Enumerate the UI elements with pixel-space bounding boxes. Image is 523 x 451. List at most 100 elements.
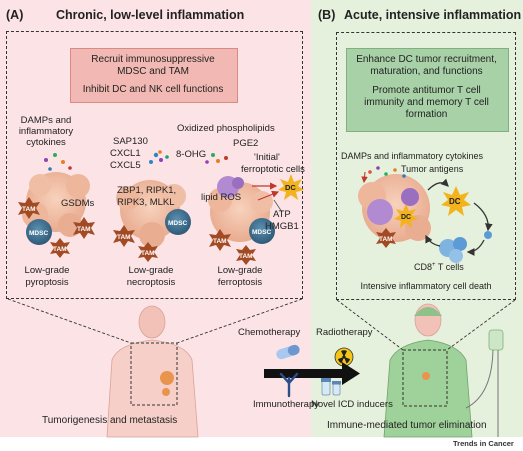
tumor-cell xyxy=(162,184,186,208)
tam-label: TAM xyxy=(213,238,227,245)
dc-label: DC xyxy=(285,183,296,192)
damp-arrow xyxy=(361,171,368,184)
tam-icon xyxy=(209,229,231,251)
tumor-cell xyxy=(251,191,273,213)
panel-b-box-line1: Enhance DC tumor recruitment, xyxy=(356,54,497,65)
oxidized-dots xyxy=(205,153,228,164)
sap130-label: SAP130 xyxy=(113,136,148,147)
cxcl1-label: CXCL1 xyxy=(110,148,141,159)
iv-line xyxy=(465,349,494,409)
immunotherapy-label: Immunotherapy xyxy=(253,399,320,410)
panel-b-effect-box xyxy=(346,48,509,132)
tam-icon xyxy=(73,217,95,239)
tam-icon xyxy=(50,238,70,258)
tumor-cell xyxy=(116,186,140,210)
damp-dots xyxy=(44,153,72,171)
tumor-cell xyxy=(405,215,431,241)
panel-a-label: (A) xyxy=(6,8,24,22)
pyroptosis-caption-line1: Low-grade xyxy=(24,265,70,276)
pyroptosis-cluster xyxy=(18,153,95,258)
dying-tumor-cell xyxy=(367,199,393,225)
tam-icon xyxy=(113,225,135,247)
arrow-shaft xyxy=(264,369,344,378)
8-ohg-label: 8-OHG xyxy=(176,149,207,160)
panel-b-damps-label: DAMPs and inflammatory cytokines xyxy=(341,151,484,161)
panel-a-box-line2: MDSC and TAM xyxy=(117,66,189,77)
mdsc-icon xyxy=(165,209,191,235)
panel-a-title: Chronic, low-level inflammation xyxy=(56,8,245,22)
cd8-t-cells-label: CD8+ T cells xyxy=(414,262,464,272)
pill-icon xyxy=(276,344,300,360)
zoom-line-left xyxy=(7,298,132,344)
hmgb1-label: HMGB1 xyxy=(265,221,299,232)
mdsc-label: MDSC xyxy=(252,229,271,236)
panel-a-footer: Tumorigenesis and metastasis xyxy=(42,415,178,426)
tumor-icon xyxy=(422,372,430,380)
zoom-line-right xyxy=(446,299,516,351)
dc-label: DC xyxy=(401,214,411,221)
lipid-ros-label: lipid ROS xyxy=(201,192,242,203)
mdsc-icon xyxy=(26,219,52,245)
tam-label: TAM xyxy=(53,246,67,253)
tam-label: TAM xyxy=(117,234,131,241)
antibody-icon xyxy=(279,372,299,398)
cycle-arrow-up xyxy=(427,178,449,191)
t-cell xyxy=(449,249,463,263)
arrow-head xyxy=(342,362,360,385)
ferroptosis-caption-line1: Low-grade xyxy=(217,265,263,276)
cycle-arrow-right xyxy=(473,202,493,232)
iv-bag xyxy=(488,329,504,351)
tam-icon xyxy=(18,197,40,219)
gown xyxy=(383,339,473,438)
novel-icd-label: Novel ICD inducers xyxy=(311,399,393,410)
tumor-cell xyxy=(29,174,51,196)
mature-dc-icon xyxy=(441,186,471,216)
chemokine-dots xyxy=(149,150,169,164)
ripk3-label: RIPK3, MLKL xyxy=(117,197,175,208)
panel-a-effect-box xyxy=(70,48,238,103)
tam-icon xyxy=(138,242,158,262)
ferroptosis-cluster xyxy=(205,153,304,265)
tam-label: TAM xyxy=(22,206,36,213)
cd8-text: CD8 xyxy=(414,262,433,272)
patient-figure-left xyxy=(106,305,199,438)
tam-label: TAM xyxy=(379,236,393,243)
panel-b-box-line2: maturation, and functions xyxy=(370,66,483,77)
vial-icon xyxy=(321,378,341,396)
necroptosis-caption-line1: Low-grade xyxy=(128,265,174,276)
atp-label: ATP xyxy=(273,209,291,220)
cycle-arrow-down xyxy=(466,239,485,256)
tumor-antigens-label: Tumor antigens xyxy=(401,164,464,174)
head xyxy=(138,305,166,339)
necroptosis-caption-line2: necroptosis xyxy=(126,277,176,288)
tam-icon xyxy=(376,228,396,248)
ferroptotic-cell xyxy=(232,177,244,189)
damps-label-line1: DAMPs and xyxy=(20,115,72,126)
tumor-icon xyxy=(160,371,174,385)
pge2-label: PGE2 xyxy=(233,138,259,149)
dc-label: DC xyxy=(449,197,461,206)
journal-credit: Trends in Cancer xyxy=(453,439,514,448)
t-cells-text: T cells xyxy=(435,262,464,272)
panel-b-box-line4: immunity and memory T cell xyxy=(364,97,489,108)
oxidized-phospholipids-label: Oxidized phospholipids xyxy=(177,123,275,134)
initial-ferroptotic-label-line1: 'Initial' xyxy=(254,152,280,163)
tam-label: TAM xyxy=(77,226,91,233)
zoom-box xyxy=(130,342,178,406)
zoom-line-right xyxy=(176,298,303,344)
pyroptosis-caption-line2: pyroptosis xyxy=(25,277,69,288)
cycle-arrow-back xyxy=(425,234,441,247)
damp-release-line xyxy=(273,199,283,213)
dc-activation-arrow-2 xyxy=(257,190,280,201)
chemotherapy-label: Chemotherapy xyxy=(238,327,301,338)
panel-b-cycle xyxy=(358,166,493,263)
panel-b-dashed-frame xyxy=(336,32,516,300)
panel-b-box-line3: Promote antitumor T cell xyxy=(372,85,481,96)
antigen-dots xyxy=(368,166,406,178)
damps-label-line2: inflammatory xyxy=(18,126,74,137)
cxcl5-label: CXCL5 xyxy=(110,160,141,171)
panel-b-title: Acute, intensive inflammation xyxy=(344,8,522,22)
gsdms-label: GSDMs xyxy=(61,198,95,209)
ferroptosis-caption-line2: ferroptosis xyxy=(217,277,263,288)
torso xyxy=(106,339,199,438)
